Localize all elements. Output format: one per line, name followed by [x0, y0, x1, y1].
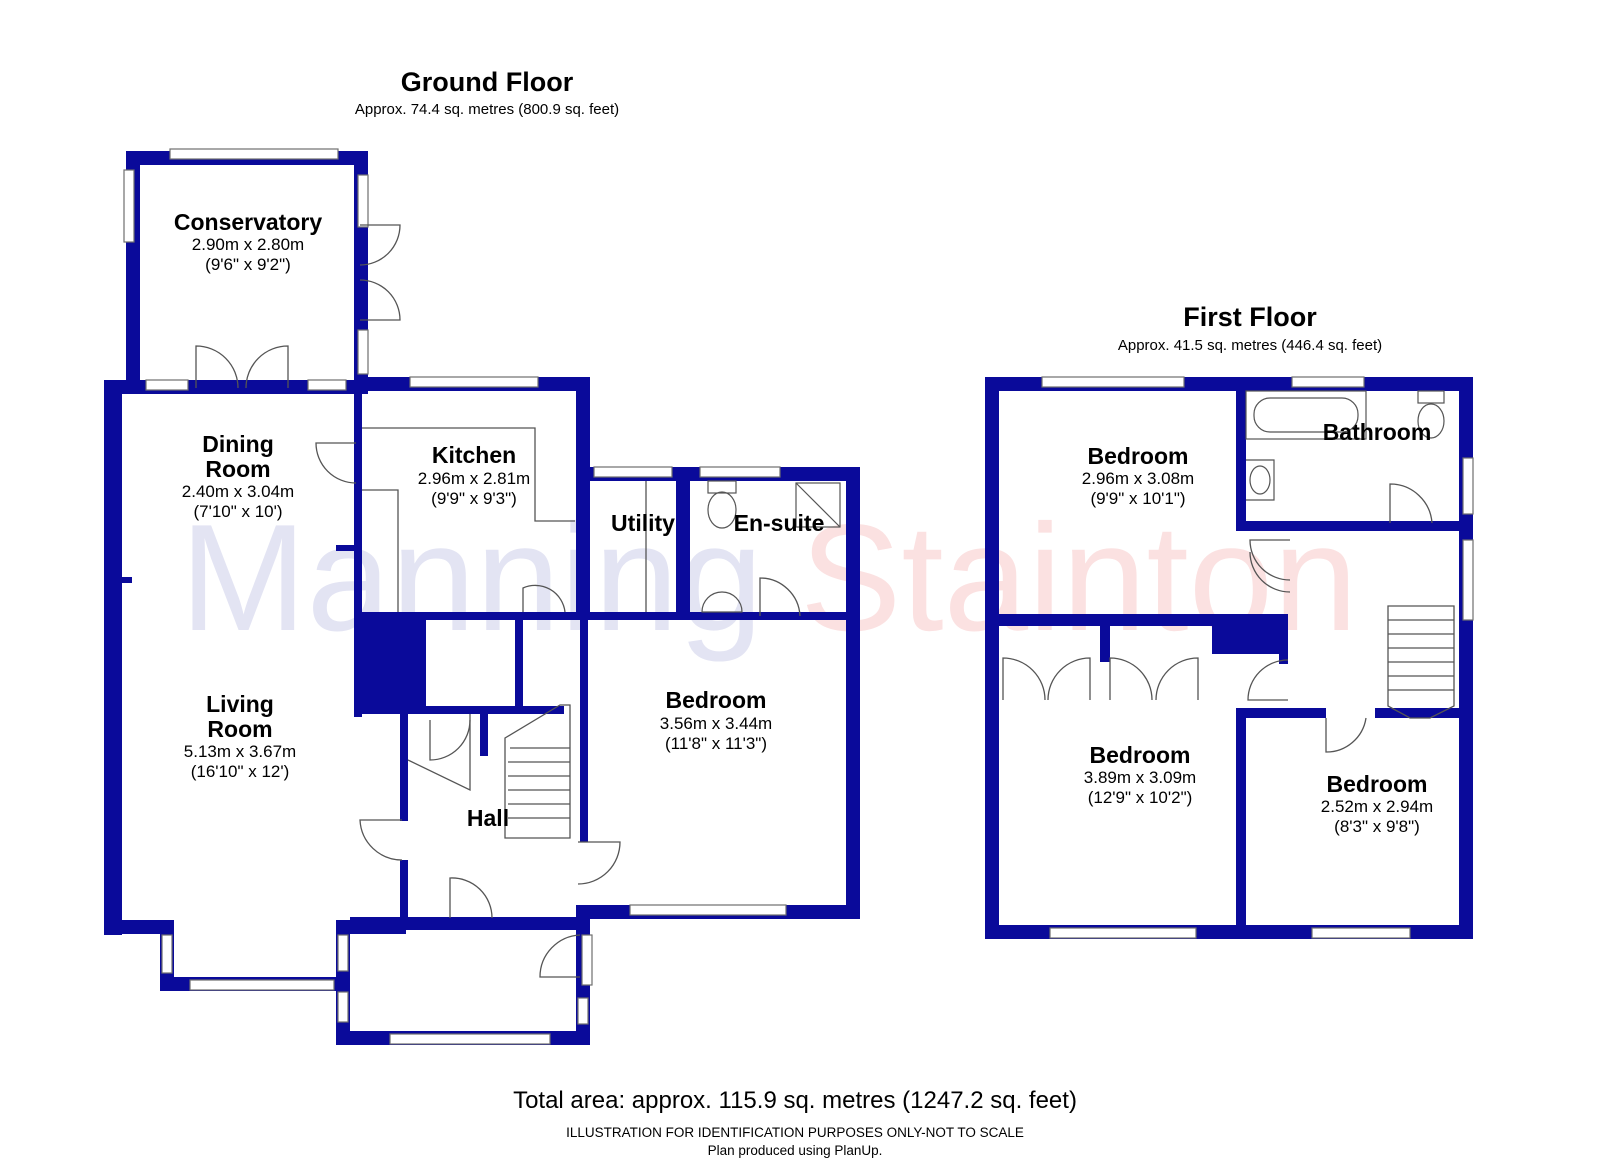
- first-bedroom-2-imperial: (12'9" x 10'2"): [1088, 788, 1193, 807]
- door-swing: [195, 345, 239, 389]
- dining-imperial: (7'10" x 10'): [193, 502, 282, 521]
- first-bedroom-3-imperial: (8'3" x 9'8"): [1334, 817, 1420, 836]
- dining-metric: 2.40m x 3.04m: [182, 482, 294, 501]
- window: [629, 904, 787, 916]
- door-swing: [1325, 717, 1367, 753]
- first-bedroom-3-metric: 2.52m x 2.94m: [1321, 797, 1433, 816]
- living-label-line1: Living: [206, 691, 274, 717]
- shower-icon: [795, 482, 841, 528]
- window: [145, 379, 189, 391]
- kitchen-label: Kitchen: [432, 442, 516, 468]
- bath-icon: [1245, 390, 1367, 440]
- window: [337, 991, 349, 1023]
- window: [123, 169, 135, 243]
- window: [593, 466, 673, 478]
- basin-icon: [701, 591, 743, 613]
- door-swing: [245, 345, 289, 389]
- conservatory-label: Conservatory: [174, 209, 322, 235]
- ground-floor-title: Ground Floor: [401, 67, 574, 97]
- window: [307, 379, 347, 391]
- bathroom-label: Bathroom: [1323, 419, 1432, 445]
- plan-credit: Plan produced using PlanUp.: [708, 1143, 883, 1158]
- kitchen-metric: 2.96m x 2.81m: [418, 469, 530, 488]
- door-swing: [1247, 659, 1289, 701]
- disclaimer: ILLUSTRATION FOR IDENTIFICATION PURPOSES…: [566, 1125, 1024, 1140]
- door-swing: [449, 877, 493, 919]
- first-bedroom-3-label: Bedroom: [1327, 771, 1428, 797]
- toilet-icon: [707, 480, 737, 494]
- first-floor-title: First Floor: [1183, 302, 1317, 332]
- basin-icon: [1246, 459, 1275, 501]
- first-bedroom-1-label: Bedroom: [1088, 443, 1189, 469]
- conservatory-metric: 2.90m x 2.80m: [192, 235, 304, 254]
- conservatory-imperial: (9'6" x 9'2"): [205, 255, 291, 274]
- window: [189, 979, 335, 991]
- door-swing: [359, 224, 401, 266]
- window: [169, 148, 339, 160]
- window: [389, 1033, 551, 1045]
- window: [1462, 539, 1474, 621]
- toilet-icon: [1417, 390, 1445, 404]
- door-swing: [522, 584, 566, 613]
- window: [1291, 376, 1365, 388]
- ground-bedroom-imperial: (11'8" x 11'3"): [665, 734, 767, 753]
- first-bedroom-2-label: Bedroom: [1090, 742, 1191, 768]
- ground-bedroom-label: Bedroom: [666, 687, 767, 713]
- window: [1049, 927, 1197, 939]
- first-bedroom-1-imperial: (9'9" x 10'1"): [1090, 489, 1185, 508]
- utility-label: Utility: [611, 510, 675, 536]
- fixtures: [701, 390, 1445, 613]
- ground-floor-area: Approx. 74.4 sq. metres (800.9 sq. feet): [355, 101, 619, 118]
- windows: [123, 148, 1474, 1045]
- door-swing: [539, 934, 581, 978]
- first-floor-area: Approx. 41.5 sq. metres (446.4 sq. feet): [1118, 337, 1382, 354]
- kitchen-imperial: (9'9" x 9'3"): [431, 489, 517, 508]
- window: [357, 329, 369, 375]
- door-swing: [359, 279, 401, 321]
- first-bedroom-1-metric: 2.96m x 3.08m: [1082, 469, 1194, 488]
- dining-label-line1: Dining: [202, 431, 274, 457]
- first-bedroom-2-metric: 3.89m x 3.09m: [1084, 768, 1196, 787]
- window: [357, 174, 369, 228]
- window: [1311, 927, 1411, 939]
- window: [577, 997, 589, 1025]
- ensuite-label: En-suite: [734, 510, 825, 536]
- door-swing: [1389, 483, 1433, 524]
- dining-label-line2: Room: [205, 456, 270, 482]
- window: [337, 934, 349, 972]
- total-area: Total area: approx. 115.9 sq. metres (12…: [513, 1087, 1077, 1114]
- door-swing: [577, 841, 621, 885]
- window: [699, 466, 781, 478]
- door-swing: [1249, 539, 1291, 581]
- watermark-manning: Manning: [180, 493, 763, 663]
- living-imperial: (16'10" x 12'): [191, 762, 290, 781]
- living-metric: 5.13m x 3.67m: [184, 742, 296, 761]
- window: [161, 934, 173, 974]
- living-label-line2: Room: [207, 716, 272, 742]
- door-swing: [759, 577, 801, 617]
- doors: [195, 224, 1455, 978]
- door-swing: [315, 442, 357, 484]
- door-swing: [359, 819, 403, 861]
- window: [1041, 376, 1185, 388]
- window: [1462, 457, 1474, 515]
- ground-bedroom-metric: 3.56m x 3.44m: [660, 714, 772, 733]
- window: [581, 934, 593, 986]
- window: [409, 376, 539, 388]
- hall-label: Hall: [467, 805, 509, 831]
